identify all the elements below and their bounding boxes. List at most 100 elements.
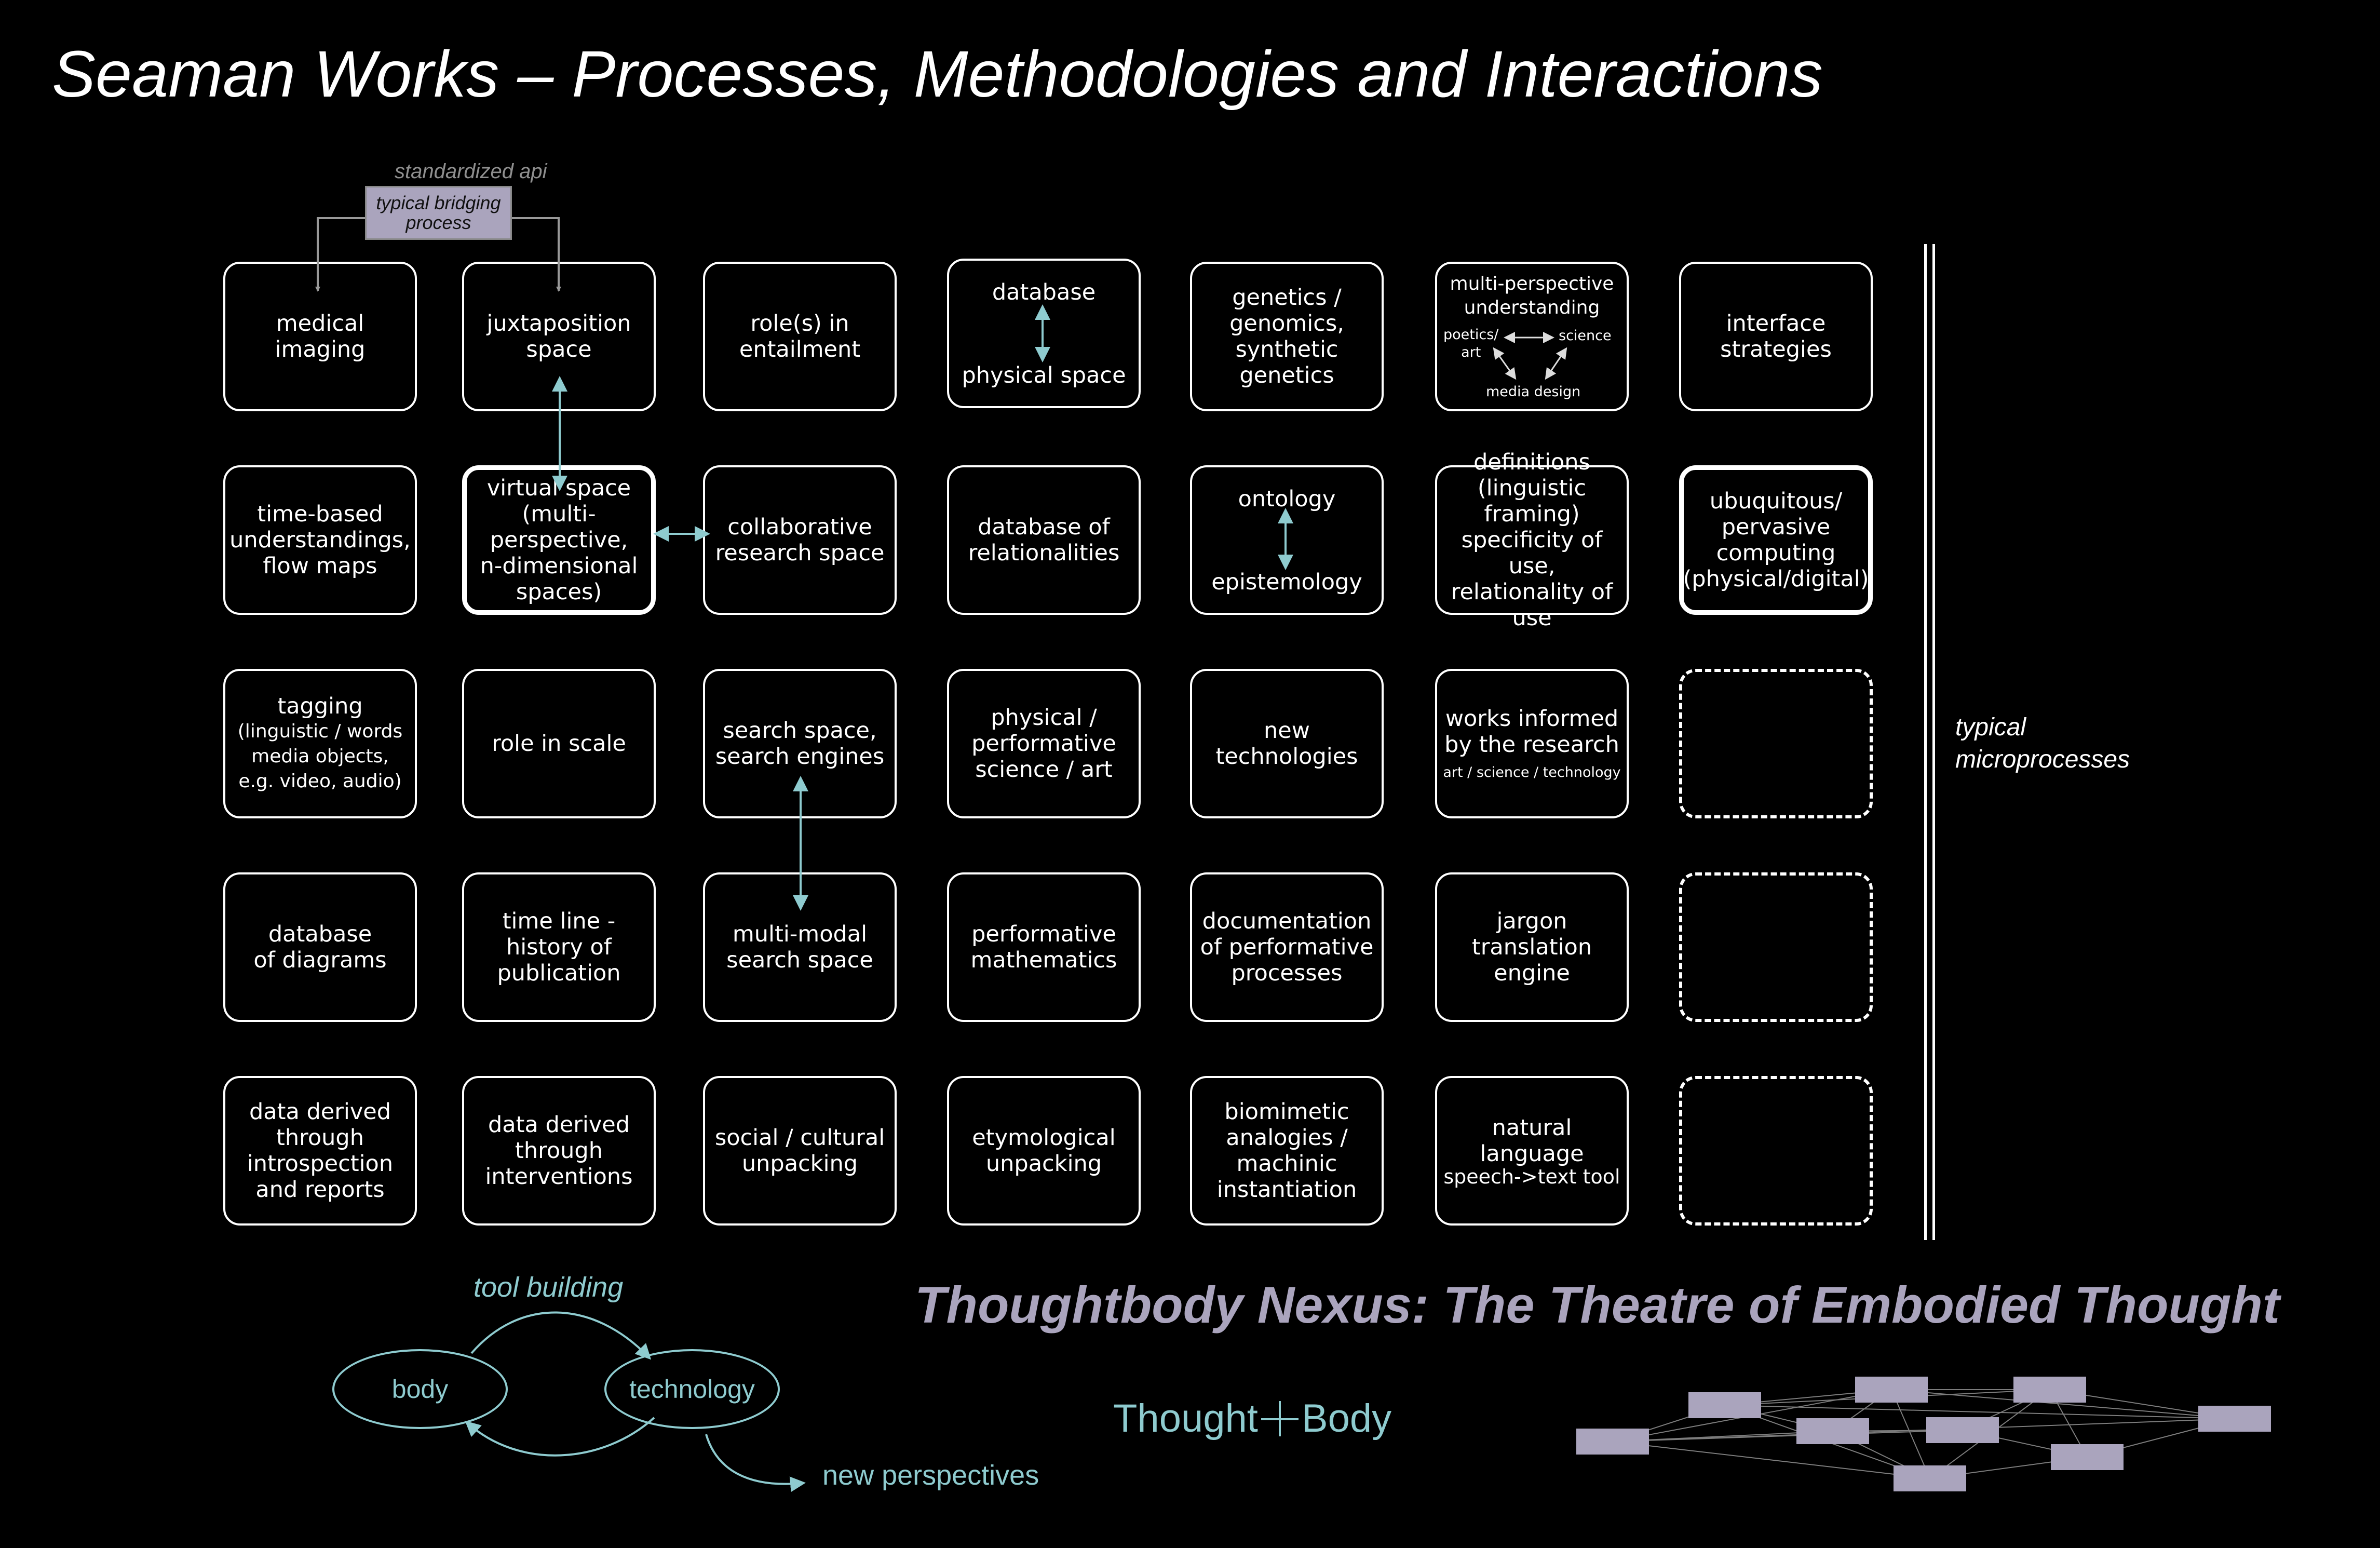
cell-empty-2 [1679, 872, 1873, 1022]
cell-interventions: data derived through interventions [462, 1076, 656, 1226]
cell-jargon: jargon translation engine [1435, 872, 1629, 1022]
thought-label: Thought [1113, 1396, 1258, 1441]
cell-line: collaborative [727, 514, 872, 540]
cell-genetics: genetics / genomics, synthetic genetics [1190, 262, 1384, 411]
divider-line [1924, 244, 1927, 1240]
cell-line: ubuquitous/ [1709, 488, 1843, 514]
cell-line: etymological [972, 1125, 1116, 1151]
arc-technology-body [465, 1417, 655, 1457]
thought-body-mark: Thought Body [1113, 1396, 1391, 1441]
new-perspectives-label: new perspectives [822, 1460, 1039, 1491]
cell-line: specificity of use, [1461, 527, 1603, 579]
bridging-process-box: typical bridging process [365, 186, 512, 240]
cell-line: physical space [962, 362, 1126, 388]
cell-line: physical / [991, 705, 1097, 731]
cell-line: poetics/ [1443, 327, 1499, 343]
cell-new-technologies: new technologies [1190, 669, 1384, 818]
cell-line: definitions [1473, 449, 1590, 475]
cell-line: tagging [277, 693, 363, 719]
cell-social-cultural: social / cultural unpacking [703, 1076, 897, 1226]
cell-line: entailment [739, 336, 861, 362]
network-node [1926, 1417, 1999, 1443]
tool-building-label: tool building [474, 1272, 624, 1303]
cell-line: (linguistic framing) [1477, 475, 1587, 527]
cell-line: space [526, 336, 592, 362]
cell-line: use [1512, 605, 1552, 631]
cell-empty-1 [1679, 669, 1873, 818]
cell-natural-language: natural language speech->text tool [1435, 1076, 1629, 1226]
cell-line: performative [971, 921, 1116, 947]
network-node [2198, 1406, 2271, 1432]
cell-time-line: time line - history of publication [462, 872, 656, 1022]
cell-line: unpacking [985, 1151, 1102, 1177]
cell-line: through [515, 1138, 603, 1164]
cell-line: e.g. video, audio) [238, 771, 402, 792]
cell-line: strategies [1720, 336, 1832, 362]
triangle-arrows [1493, 332, 1567, 380]
cell-role-scale: role in scale [462, 669, 656, 818]
cell-line: database [268, 921, 372, 947]
cell-database-relationalities: database of relationalities [947, 465, 1141, 615]
cell-line: new technologies [1215, 718, 1358, 770]
cell-line: natural language [1480, 1115, 1584, 1167]
science-label: science [1559, 328, 1612, 344]
body-label-right: Body [1301, 1396, 1392, 1441]
cell-line: ontology [1238, 486, 1336, 512]
cell-line: translation [1471, 934, 1592, 960]
body-node: body [332, 1349, 508, 1429]
arc-body-technology [470, 1311, 652, 1360]
cell-documentation: documentation of performative processes [1190, 872, 1384, 1022]
cell-line: computing [1716, 540, 1836, 566]
cross-icon [1258, 1399, 1302, 1438]
cell-search-space: search space, search engines [703, 669, 897, 818]
cell-line: synthetic [1235, 336, 1338, 362]
cell-biomimetic: biomimetic analogies / machinic instanti… [1190, 1076, 1384, 1226]
body-label: body [391, 1375, 449, 1404]
cell-line: art [1461, 344, 1481, 360]
cell-line: mathematics [970, 947, 1117, 973]
thoughtbody-title: Thoughtbody Nexus: The Theatre of Embodi… [915, 1276, 2280, 1334]
cell-multi-perspective: multi-perspective understanding [1435, 262, 1629, 411]
cell-line: interface [1726, 311, 1826, 336]
cell-roles-entailment: role(s) in entailment [703, 262, 897, 411]
cell-line: search engines [715, 744, 885, 770]
cell-line: multi-perspective [1450, 273, 1614, 294]
cell-line: engine [1494, 960, 1570, 986]
cell-physical-performative: physical / performative science / art [947, 669, 1141, 818]
microprocesses-label: typical microprocesses [1955, 711, 2130, 776]
cell-line: science / art [975, 757, 1113, 783]
cell-line: genetics [1239, 362, 1334, 388]
network-node [1894, 1465, 1966, 1491]
cell-line: database [992, 279, 1096, 305]
bridge-arrow-left [315, 217, 365, 292]
network-node [1576, 1429, 1649, 1455]
cell-line: role(s) in [750, 311, 849, 336]
network-node [1855, 1377, 1928, 1403]
cell-empty-3 [1679, 1076, 1873, 1226]
cell-introspection: data derived through introspection and r… [223, 1076, 417, 1226]
bridge-arrow-right [512, 217, 561, 292]
cell-line: epistemology [1211, 569, 1362, 595]
cell-line: search space, [723, 718, 877, 744]
cell-line: spaces) [516, 579, 602, 605]
cell-line: research space [715, 540, 885, 566]
cell-line: publication [497, 960, 621, 986]
cell-line: of performative [1200, 934, 1374, 960]
cell-database-diagrams: database of diagrams [223, 872, 417, 1022]
cell-line: through [276, 1125, 364, 1151]
cell-line: and reports [255, 1177, 385, 1203]
cell-line: data derived [249, 1099, 391, 1125]
cell-line: role in scale [492, 731, 626, 757]
cell-line: n-dimensional [480, 553, 638, 579]
cell-line: social / cultural [714, 1125, 885, 1151]
cell-line: time-based [257, 501, 383, 527]
cell-line: genetics / [1232, 285, 1342, 311]
cell-etymological: etymological unpacking [947, 1076, 1141, 1226]
tool-building-arcs [465, 1311, 806, 1492]
cell-line: unpacking [741, 1151, 858, 1177]
cell-line: data derived [488, 1112, 630, 1138]
divider-line [1932, 244, 1935, 1240]
cell-line: documentation [1202, 908, 1372, 934]
cell-line: processes [1231, 960, 1343, 986]
